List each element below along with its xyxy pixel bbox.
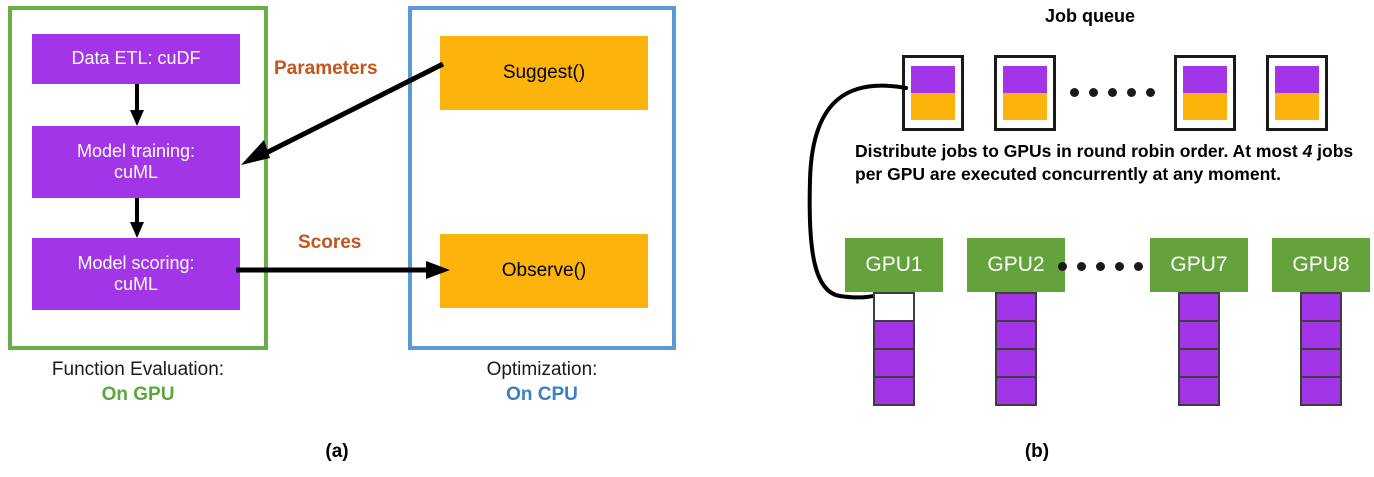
gpu-label-gpu8: GPU8 xyxy=(1292,253,1350,276)
gpu-box-gpu1[interactable]: GPU1 xyxy=(845,238,943,292)
gpu-slot[interactable] xyxy=(997,378,1035,406)
stage-box-data-etl[interactable]: Data ETL: cuDF xyxy=(32,34,240,84)
gpu-box-gpu8[interactable]: GPU8 xyxy=(1272,238,1370,292)
job-queue-title: Job queue xyxy=(1044,6,1135,26)
job-part-optimization-icon xyxy=(911,93,955,120)
caption-optimization: Optimization: On CPU xyxy=(404,358,680,407)
stage-label-model-training: Model training: cuML xyxy=(76,140,196,182)
gpu-slot[interactable] xyxy=(1302,294,1340,322)
job-queue-item[interactable] xyxy=(994,55,1056,131)
subfigure-letter-b: (b) xyxy=(1024,441,1050,462)
job-part-optimization-icon xyxy=(1183,93,1227,120)
stage-label-observe: Observe() xyxy=(501,260,587,281)
arrow-parameters-icon xyxy=(241,61,445,165)
gpu-slot[interactable] xyxy=(1180,294,1218,322)
job-queue-item[interactable] xyxy=(1266,55,1328,131)
job-part-optimization-icon xyxy=(1003,93,1047,120)
distribute-note-part1: Distribute jobs to GPUs in round robin o… xyxy=(855,141,1303,161)
stage-box-model-scoring[interactable]: Model scoring: cuML xyxy=(32,238,240,310)
job-part-training-icon xyxy=(911,66,955,93)
caption-optimization-sub: On CPU xyxy=(506,383,578,405)
gpu-slot[interactable] xyxy=(997,350,1035,378)
job-queue-item[interactable] xyxy=(902,55,964,131)
gpu-slot[interactable] xyxy=(1302,350,1340,378)
job-part-training-icon xyxy=(1275,66,1319,93)
gpu-slot[interactable] xyxy=(1302,322,1340,350)
gpu-slot[interactable] xyxy=(997,294,1035,322)
distribute-note-part2: jobs per GPU are executed concurrently a… xyxy=(855,141,1354,185)
stage-box-model-training[interactable]: Model training: cuML xyxy=(32,126,240,198)
gpu-slot[interactable] xyxy=(1302,378,1340,406)
distribute-jobs-note: Distribute jobs to GPUs in round robin o… xyxy=(855,140,1365,187)
stage-box-suggest[interactable]: Suggest() xyxy=(440,36,648,110)
job-part-training-icon xyxy=(1003,66,1047,93)
gpu-slot[interactable] xyxy=(1180,350,1218,378)
stage-label-suggest: Suggest() xyxy=(502,62,586,83)
gpu-box-gpu2[interactable]: GPU2 xyxy=(967,238,1065,292)
gpu-slot[interactable] xyxy=(1180,322,1218,350)
gpu-slot[interactable] xyxy=(875,350,913,378)
gpu-box-gpu7[interactable]: GPU7 xyxy=(1150,238,1248,292)
edge-label-parameters: Parameters xyxy=(274,58,378,79)
job-part-optimization-icon xyxy=(1275,93,1319,120)
gpu-slot[interactable] xyxy=(1180,378,1218,406)
arrow-training-to-scoring-icon xyxy=(130,198,144,238)
caption-function-evaluation-title: Function Evaluation: xyxy=(51,359,225,380)
arrow-scores-icon xyxy=(236,261,450,279)
gpu-slot[interactable] xyxy=(875,322,913,350)
subfigure-letter-a: (a) xyxy=(325,441,349,462)
gpu-row-ellipsis-icon xyxy=(1058,262,1143,271)
job-part-training-icon xyxy=(1183,66,1227,93)
gpu-slot-stack-gpu2 xyxy=(995,292,1037,406)
gpu-label-gpu2: GPU2 xyxy=(987,253,1045,276)
gpu-label-gpu1: GPU1 xyxy=(865,253,923,276)
gpu-slot[interactable] xyxy=(875,378,913,406)
gpu-label-gpu7: GPU7 xyxy=(1170,253,1228,276)
caption-optimization-title: Optimization: xyxy=(486,359,598,380)
stage-label-model-scoring: Model scoring: cuML xyxy=(77,252,195,294)
gpu-slot-stack-gpu8 xyxy=(1300,292,1342,406)
edge-label-scores: Scores xyxy=(298,232,362,253)
distribute-note-emphasis: 4 xyxy=(1302,141,1313,161)
gpu-slot[interactable] xyxy=(997,322,1035,350)
gpu-slot[interactable] xyxy=(875,294,913,322)
stage-box-observe[interactable]: Observe() xyxy=(440,234,648,308)
stage-label-data-etl: Data ETL: cuDF xyxy=(71,48,201,69)
caption-function-evaluation: Function Evaluation: On GPU xyxy=(4,358,272,407)
caption-function-evaluation-sub: On GPU xyxy=(101,383,175,405)
gpu-slot-stack-gpu7 xyxy=(1178,292,1220,406)
job-queue-item[interactable] xyxy=(1174,55,1236,131)
job-queue-ellipsis-icon xyxy=(1070,88,1155,97)
gpu-slot-stack-gpu1 xyxy=(873,292,915,406)
arrow-etl-to-training-icon xyxy=(130,84,144,126)
